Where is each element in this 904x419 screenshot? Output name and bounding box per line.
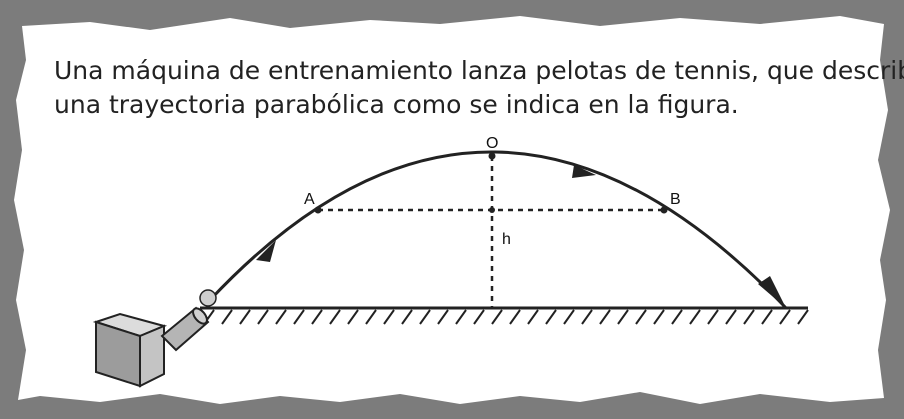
point-b (660, 206, 668, 214)
ground-hatching (203, 309, 809, 325)
arrow-top-icon (572, 165, 596, 178)
point-a (314, 206, 322, 214)
machine-box-side (139, 324, 165, 388)
label-h: h (502, 231, 511, 248)
statement-line-1: Una máquina de entrenamiento lanza pelot… (54, 56, 904, 85)
label-o: O (486, 135, 498, 152)
statement-line-2: una trayectoria parabólica como se indic… (54, 90, 739, 119)
arrow-descending-icon (758, 276, 786, 308)
cannon-mouth (192, 307, 208, 325)
point-midpoint (489, 207, 495, 213)
label-a: A (304, 191, 315, 208)
tennis-ball (199, 289, 217, 307)
arrow-ascending-icon (256, 240, 276, 262)
trajectory-curve (208, 150, 788, 310)
point-o (488, 152, 496, 160)
problem-statement: Una máquina de entrenamiento lanza pelot… (54, 54, 904, 122)
launch-machine (92, 306, 210, 388)
label-b: B (670, 191, 681, 208)
